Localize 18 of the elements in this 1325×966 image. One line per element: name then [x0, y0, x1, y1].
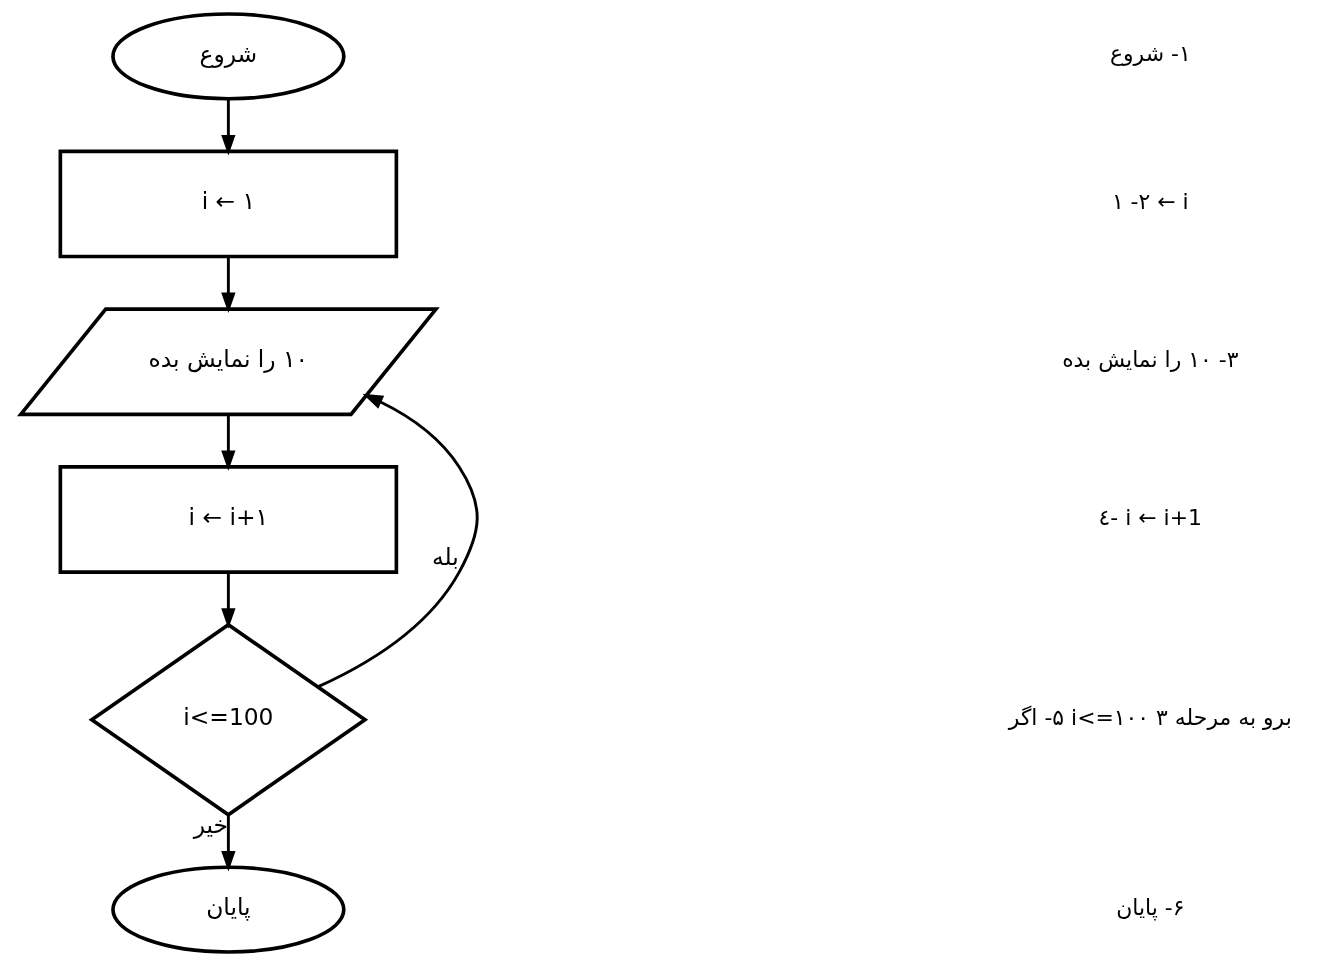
label: ۶- پایان — [1115, 894, 1184, 920]
label: ۲- ۱ ← i — [1111, 189, 1189, 215]
arrow — [220, 98, 236, 156]
node-box: i ← ۱ — [58, 149, 398, 259]
label: ۳- ۱۰ را نمایش بده — [1061, 346, 1238, 372]
edge-label: بله — [431, 542, 459, 571]
arrow — [220, 414, 236, 471]
label: ۱- شروع — [1109, 41, 1191, 67]
node-ellipse: پایان — [110, 865, 346, 954]
arrow — [220, 572, 236, 629]
node-ellipse: شروع — [110, 12, 346, 101]
label: ۵- اگر i<=۱۰۰ برو به مرحله ۳ — [1008, 704, 1292, 730]
arrow — [317, 393, 479, 688]
arrow — [220, 256, 236, 314]
node-diamond: i<=100 — [88, 622, 368, 817]
label: ٤- i ← i+1 — [1098, 504, 1202, 530]
arrow — [220, 814, 236, 872]
node-box: i ← i+۱ — [58, 465, 398, 574]
